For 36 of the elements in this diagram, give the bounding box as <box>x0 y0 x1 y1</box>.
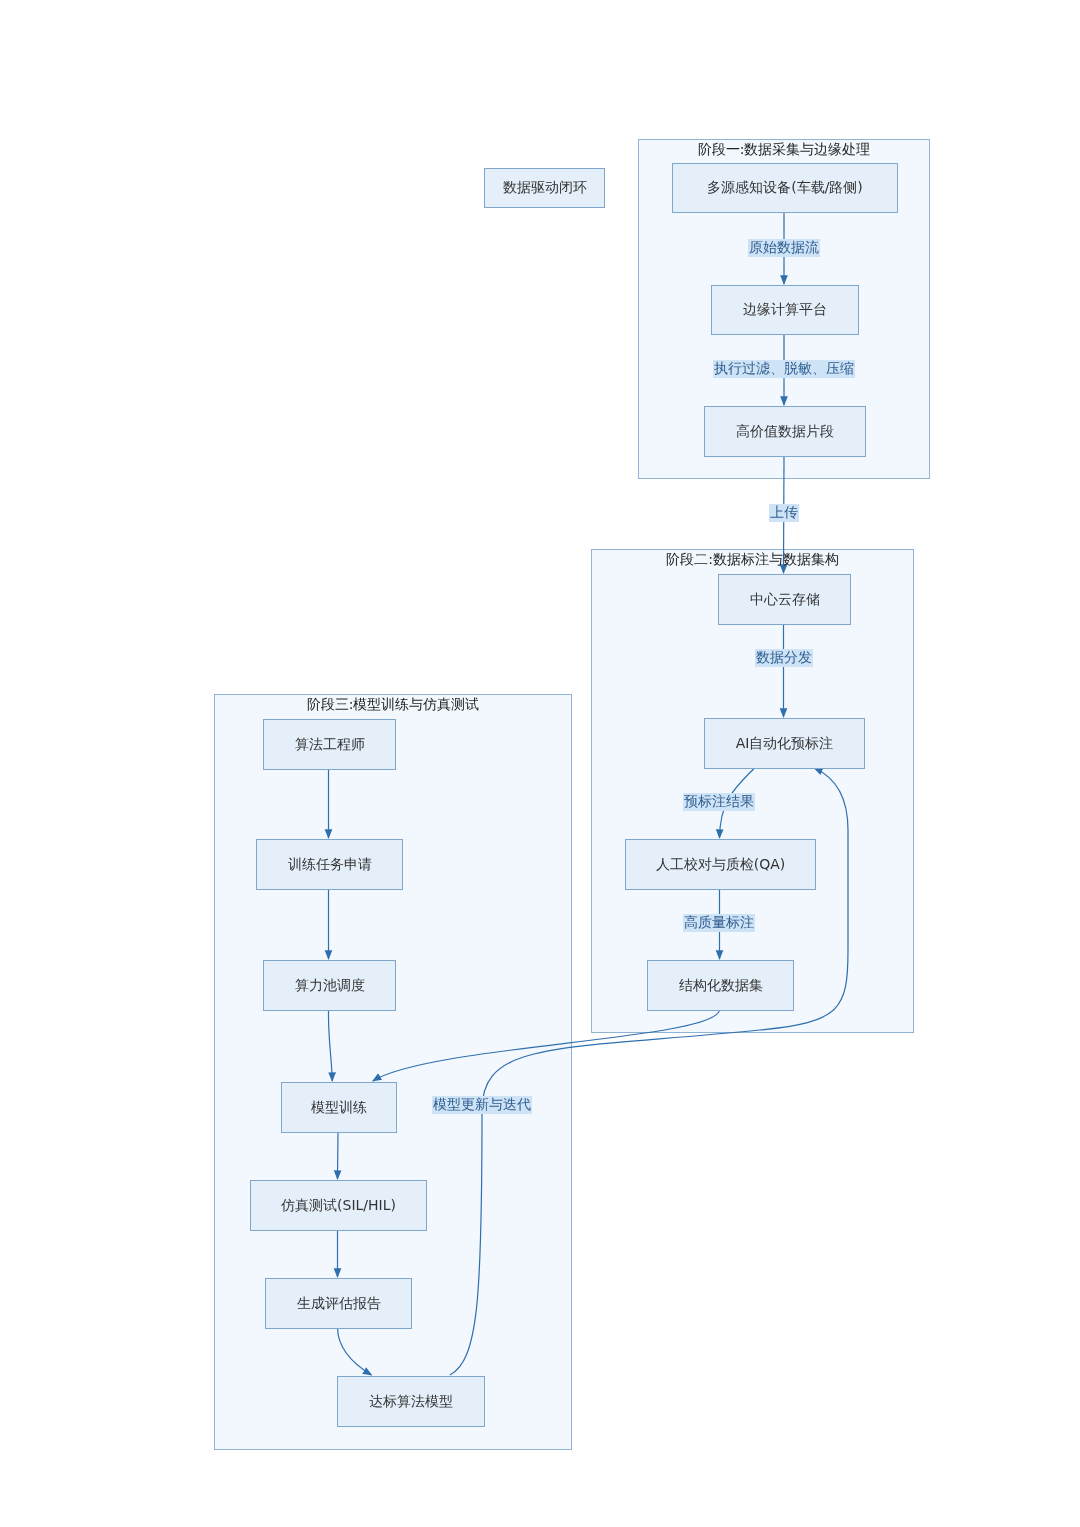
arrow <box>336 1327 373 1376</box>
stage-panel <box>638 139 930 479</box>
arrow <box>333 1229 342 1278</box>
edge-label: 数据分发 <box>755 649 813 667</box>
panel-title: 阶段三:模型训练与仿真测试 <box>305 696 481 714</box>
edge-label: 模型更新与迭代 <box>432 1096 532 1114</box>
process-box: 人工校对与质检(QA) <box>625 839 816 890</box>
process-box: 算法工程师 <box>263 719 396 770</box>
arrow <box>333 1131 342 1180</box>
process-box: 达标算法模型 <box>337 1376 485 1427</box>
process-box: 数据驱动闭环 <box>484 168 605 208</box>
arrow <box>327 1009 336 1082</box>
process-box: 仿真测试(SIL/HIL) <box>250 1180 427 1231</box>
edge-label: 上传 <box>769 504 799 522</box>
edge-label: 原始数据流 <box>748 239 820 257</box>
process-box: 边缘计算平台 <box>711 285 859 335</box>
process-box: 算力池调度 <box>263 960 396 1011</box>
arrow <box>324 888 333 960</box>
process-box: 多源感知设备(车载/路侧) <box>672 163 898 213</box>
edge-label: 高质量标注 <box>683 914 755 932</box>
process-box: 中心云存储 <box>718 574 851 625</box>
arrow <box>371 1009 721 1082</box>
stage-panel <box>591 549 914 1033</box>
process-box: 模型训练 <box>281 1082 397 1133</box>
process-box: 训练任务申请 <box>256 839 403 890</box>
process-box: 高价值数据片段 <box>704 406 866 457</box>
stage-panel <box>214 694 572 1450</box>
process-box: 结构化数据集 <box>647 960 794 1011</box>
arrow <box>449 767 849 1376</box>
arrow <box>779 455 788 574</box>
edge-label: 预标注结果 <box>683 793 755 811</box>
arrow <box>324 768 333 839</box>
edge-label: 执行过滤、脱敏、压缩 <box>713 360 855 378</box>
process-box: AI自动化预标注 <box>704 718 865 769</box>
panel-title: 阶段一:数据采集与边缘处理 <box>696 141 872 159</box>
process-box: 生成评估报告 <box>265 1278 412 1329</box>
